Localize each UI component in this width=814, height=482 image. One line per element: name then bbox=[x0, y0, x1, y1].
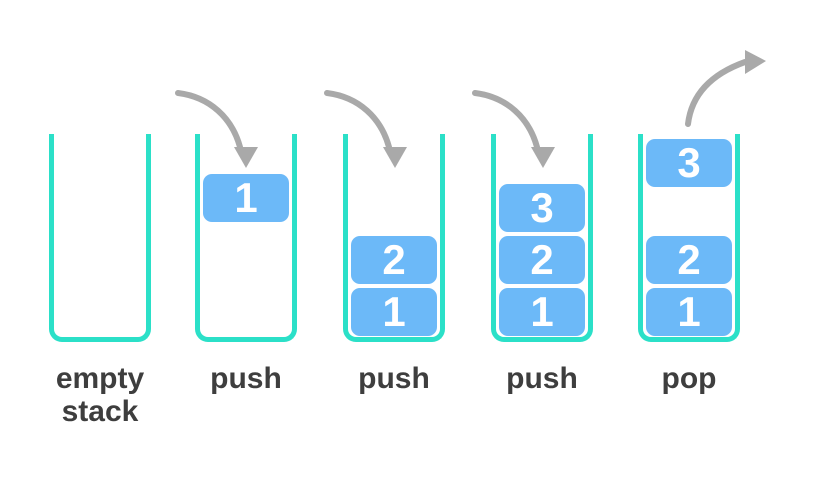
stack-item-box: 3 bbox=[646, 139, 732, 187]
stack-container: 3 2 1 bbox=[491, 134, 593, 342]
stage-label: push bbox=[506, 362, 578, 395]
stage-label: pop bbox=[661, 362, 717, 395]
stage-label: empty stack bbox=[55, 362, 145, 428]
stage-label: push bbox=[358, 362, 430, 395]
stage-label: push bbox=[210, 362, 282, 395]
stack-container: 2 1 bbox=[343, 134, 445, 342]
stack-item-box: 1 bbox=[646, 288, 732, 336]
pop-arrow-icon bbox=[685, 50, 766, 127]
stack-item-box: 2 bbox=[646, 236, 732, 284]
stack-container: 1 bbox=[195, 134, 297, 342]
stack-item-box: 1 bbox=[351, 288, 437, 336]
stack-item-box: 1 bbox=[203, 174, 289, 222]
stack-container: 3 2 1 bbox=[638, 134, 740, 342]
stack-item-box: 1 bbox=[499, 288, 585, 336]
stack-container bbox=[49, 134, 151, 342]
stack-item-box: 2 bbox=[499, 236, 585, 284]
stack-item-box: 2 bbox=[351, 236, 437, 284]
stack-item-box: 3 bbox=[499, 184, 585, 232]
